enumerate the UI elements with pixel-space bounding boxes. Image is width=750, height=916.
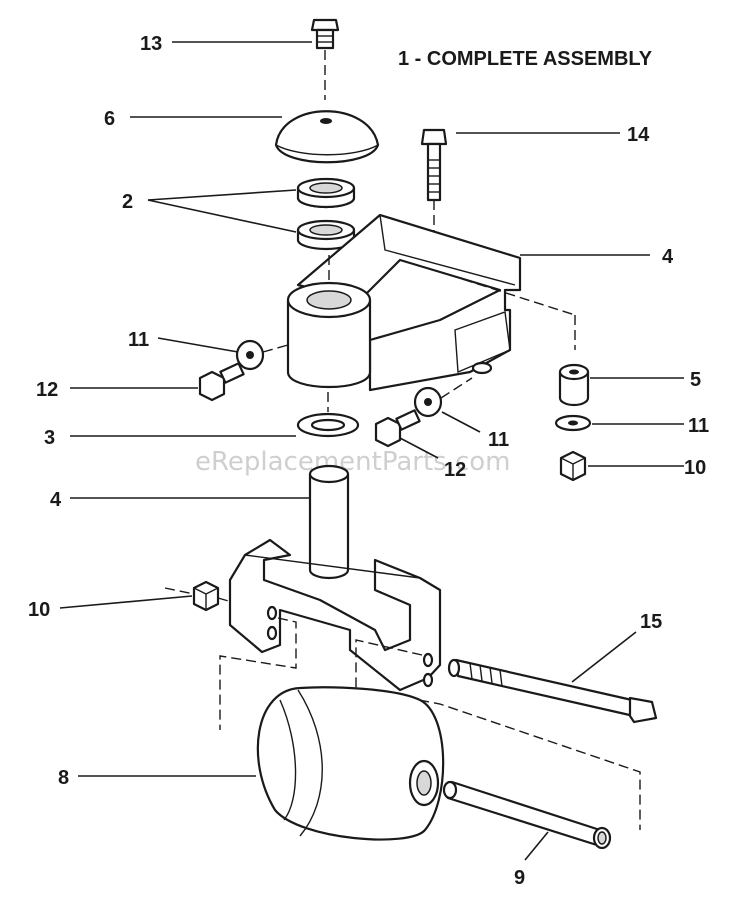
part-11-right-washer — [554, 414, 592, 432]
part-4-spindle-post — [308, 464, 350, 580]
part-3-washer — [296, 392, 360, 438]
callout-11-mid: 11 — [488, 429, 509, 451]
callout-13: 13 — [140, 33, 162, 55]
callout-11-left: 11 — [128, 329, 149, 351]
callout-10-right: 10 — [684, 457, 706, 479]
callout-4-top: 4 — [662, 246, 674, 268]
watermark: eReplacementParts.com — [195, 447, 511, 477]
part-15-long-bolt — [447, 658, 658, 724]
callout-11-right: 11 — [688, 415, 709, 437]
leader-lines — [59, 41, 684, 861]
callout-5: 5 — [690, 369, 701, 391]
part-10-right-nut — [559, 450, 587, 482]
part-10-left-nut — [164, 580, 233, 612]
diagram-title: 1 - COMPLETE ASSEMBLY — [398, 48, 653, 70]
callout-4-mid: 4 — [50, 489, 62, 511]
part-8-wheel-drum — [256, 686, 445, 841]
callout-12-mid: 12 — [444, 459, 466, 481]
callout-12-left: 12 — [36, 379, 58, 401]
callout-6: 6 — [104, 108, 115, 130]
part-13-bolt — [310, 18, 340, 100]
part-11-12-mid-fasteners — [374, 377, 473, 448]
callout-8: 8 — [58, 767, 69, 789]
callout-9: 9 — [514, 867, 525, 889]
spindle-housing — [286, 255, 372, 389]
callout-10-left: 10 — [28, 599, 50, 621]
callout-2: 2 — [122, 191, 133, 213]
callout-14: 14 — [627, 124, 650, 146]
callout-15: 15 — [640, 611, 662, 633]
part-2-bearings — [296, 177, 356, 251]
part-6-dome-cap — [274, 110, 380, 164]
part-9-axle — [442, 780, 612, 850]
part-5-spacer — [558, 363, 590, 407]
part-4-upper-bracket — [296, 213, 576, 392]
part-11-12-left-fasteners — [198, 339, 289, 402]
callout-3: 3 — [44, 427, 55, 449]
